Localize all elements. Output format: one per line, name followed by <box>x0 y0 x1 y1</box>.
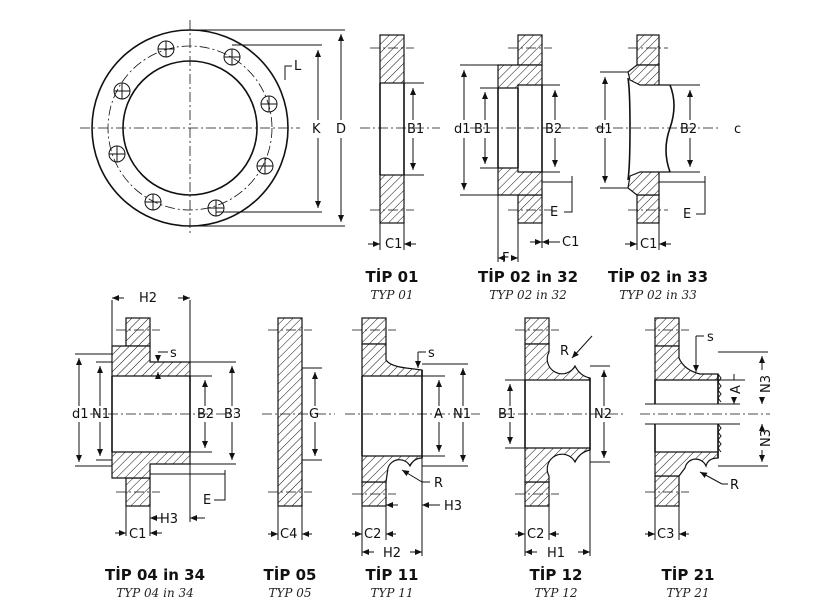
tip0232-dim-c1: C1 <box>562 235 579 250</box>
tip11-subtitle: TYP 11 <box>370 586 413 600</box>
tip05-dim-c4: C4 <box>280 527 297 542</box>
tip0434-dim-s: s <box>170 346 177 361</box>
label-l: L <box>294 59 302 74</box>
tip12-dim-c2: C2 <box>527 527 544 542</box>
tip0232-dim-b2: B2 <box>545 122 562 137</box>
tip0434-section: H2 s d1 N1 B2 B3 E H3 C <box>72 291 241 600</box>
tip0233-title: TİP 02 in 33 <box>608 267 708 286</box>
flange-top-view: K D L <box>80 20 346 236</box>
tip21-dim-n3-top: N3 <box>759 375 774 393</box>
tip0434-dim-h2: H2 <box>139 291 157 306</box>
bolt-holes <box>108 40 278 217</box>
tip0434-dim-c1: C1 <box>129 527 146 542</box>
tip12-dim-b1: B1 <box>498 407 515 422</box>
tip11-dim-h3: H3 <box>444 499 462 514</box>
tip11-section: s A N1 R H3 C2 H2 TİP 11 TYP 11 <box>345 317 480 600</box>
tip21-dim-a: A <box>729 385 744 394</box>
tip21-dim-r: R <box>730 478 739 493</box>
tip21-dim-c3: C3 <box>657 527 674 542</box>
cutoff-mark: c <box>734 122 741 137</box>
tip01-dim-b1: B1 <box>407 122 424 137</box>
tip12-dim-n2: N2 <box>594 407 612 422</box>
tip11-dim-r: R <box>434 476 443 491</box>
tip0233-subtitle: TYP 02 in 33 <box>619 288 697 302</box>
tip0232-dim-f: F <box>502 251 509 266</box>
tip21-subtitle: TYP 21 <box>666 586 709 600</box>
tip12-dim-h1: H1 <box>547 546 565 561</box>
tip0233-dim-b2: B2 <box>680 122 697 137</box>
tip21-title: TİP 21 <box>662 565 715 584</box>
tip01-section: B1 C1 TİP 01 TYP 01 <box>360 34 440 302</box>
tip0233-section: d1 B2 E C1 c TİP 02 in 33 TYP 02 in 33 <box>595 34 741 302</box>
tip21-dim-n3-bottom: N3 <box>759 429 774 447</box>
tip12-dim-r: R <box>560 344 569 359</box>
tip11-dim-h2: H2 <box>383 546 401 561</box>
label-k: K <box>312 122 321 137</box>
tip12-title: TİP 12 <box>530 565 583 584</box>
tip0233-dim-c1: C1 <box>640 237 657 252</box>
tip12-section: R B1 N2 C2 H1 TİP 12 TYP 12 <box>498 317 625 600</box>
tip0232-dim-e: E <box>550 205 558 220</box>
tip21-section: s A N3 N3 R C3 TİP 21 TYP 21 <box>640 317 774 600</box>
tip0232-title: TİP 02 in 32 <box>478 267 578 286</box>
tip0232-dim-b1: B1 <box>474 122 491 137</box>
tip0232-subtitle: TYP 02 in 32 <box>489 288 567 302</box>
tip05-title: TİP 05 <box>264 565 317 584</box>
tip0434-dim-h3: H3 <box>160 512 178 527</box>
tip0434-dim-b2: B2 <box>197 407 214 422</box>
tip11-dim-n1: N1 <box>453 407 471 422</box>
tip21-dim-s: s <box>707 330 714 345</box>
tip05-section: G C4 TİP 05 TYP 05 <box>262 317 335 600</box>
tip0434-dim-d1: d1 <box>72 407 89 422</box>
label-d: D <box>336 122 346 137</box>
tip11-dim-a: A <box>434 407 443 422</box>
tip11-dim-s: s <box>428 346 435 361</box>
tip05-dim-g: G <box>309 407 319 422</box>
tip0232-section: d1 B1 B2 E F C1 TİP 02 in 32 TYP 02 in 3… <box>454 34 590 302</box>
tip0434-dim-b3: B3 <box>224 407 241 422</box>
tip0434-subtitle: TYP 04 in 34 <box>116 586 194 600</box>
tip0434-dim-n1: N1 <box>92 407 110 422</box>
tip01-title: TİP 01 <box>366 267 419 286</box>
tip12-subtitle: TYP 12 <box>534 586 577 600</box>
tip05-subtitle: TYP 05 <box>268 586 311 600</box>
tip0232-dim-d1: d1 <box>454 122 471 137</box>
tip0434-dim-e: E <box>203 493 211 508</box>
tip11-title: TİP 11 <box>366 565 419 584</box>
tip0233-dim-d1: d1 <box>596 122 613 137</box>
tip0233-dim-e: E <box>683 207 691 222</box>
tip01-subtitle: TYP 01 <box>370 288 413 302</box>
tip0434-title: TİP 04 in 34 <box>105 565 205 584</box>
tip11-dim-c2: C2 <box>364 527 381 542</box>
tip01-dim-c1: C1 <box>385 237 402 252</box>
